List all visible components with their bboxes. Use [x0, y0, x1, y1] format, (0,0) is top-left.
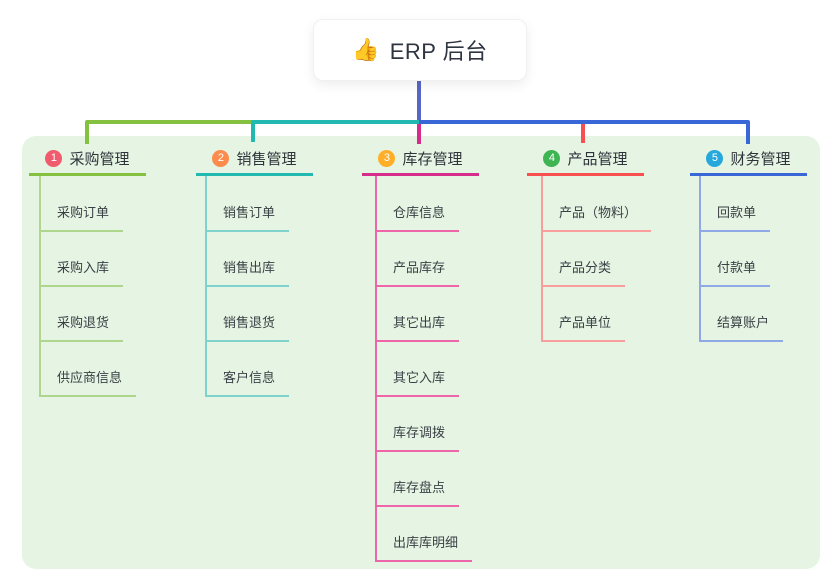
- root-node-title: ERP 后台: [389, 39, 488, 64]
- child-node[interactable]: 产品分类: [541, 258, 626, 287]
- child-node[interactable]: 供应商信息: [39, 368, 137, 397]
- child-node[interactable]: 其它出库: [375, 313, 460, 342]
- child-node[interactable]: 仓库信息: [375, 203, 460, 232]
- child-node[interactable]: 采购订单: [39, 203, 124, 232]
- child-node[interactable]: 采购入库: [39, 258, 124, 287]
- branch-label: 销售管理: [236, 150, 297, 168]
- child-node[interactable]: 销售订单: [205, 203, 290, 232]
- branch5-child-line: [699, 176, 701, 342]
- branch-node-inventory[interactable]: 3 库存管理: [362, 149, 479, 176]
- child-node[interactable]: 其它入库: [375, 368, 460, 397]
- branch3-child-line: [375, 176, 377, 562]
- child-node[interactable]: 出库库明细: [375, 533, 473, 562]
- thumbs-up-icon: 👍: [352, 37, 380, 62]
- child-node[interactable]: 库存盘点: [375, 478, 460, 507]
- branch-number-badge: 5: [706, 149, 724, 167]
- branch-node-purchase[interactable]: 1 采购管理: [29, 149, 146, 176]
- child-node[interactable]: 产品单位: [541, 313, 626, 342]
- root-node-erp[interactable]: 👍 ERP 后台: [313, 19, 527, 81]
- child-node[interactable]: 产品（物料）: [541, 203, 652, 232]
- child-node[interactable]: 产品库存: [375, 258, 460, 287]
- child-node[interactable]: 客户信息: [205, 368, 290, 397]
- child-node[interactable]: 销售退货: [205, 313, 290, 342]
- child-node[interactable]: 付款单: [699, 258, 771, 287]
- branch-label: 采购管理: [69, 150, 130, 168]
- branch4-child-line: [541, 176, 543, 342]
- branch-label: 产品管理: [567, 150, 628, 168]
- branch-number-badge: 1: [45, 149, 63, 167]
- branch-label: 财务管理: [730, 150, 791, 168]
- child-node[interactable]: 销售出库: [205, 258, 290, 287]
- mindmap-background-panel: [22, 136, 820, 569]
- branch-number-badge: 2: [212, 149, 230, 167]
- branch-label: 库存管理: [402, 150, 463, 168]
- branch-number-badge: 3: [378, 149, 396, 167]
- branch-node-product[interactable]: 4 产品管理: [527, 149, 644, 176]
- branch-node-sales[interactable]: 2 销售管理: [196, 149, 313, 176]
- child-node[interactable]: 回款单: [699, 203, 771, 232]
- branch-node-finance[interactable]: 5 财务管理: [690, 149, 807, 176]
- child-node[interactable]: 采购退货: [39, 313, 124, 342]
- branch-number-badge: 4: [543, 149, 561, 167]
- child-node[interactable]: 库存调拨: [375, 423, 460, 452]
- child-node[interactable]: 结算账户: [699, 313, 784, 342]
